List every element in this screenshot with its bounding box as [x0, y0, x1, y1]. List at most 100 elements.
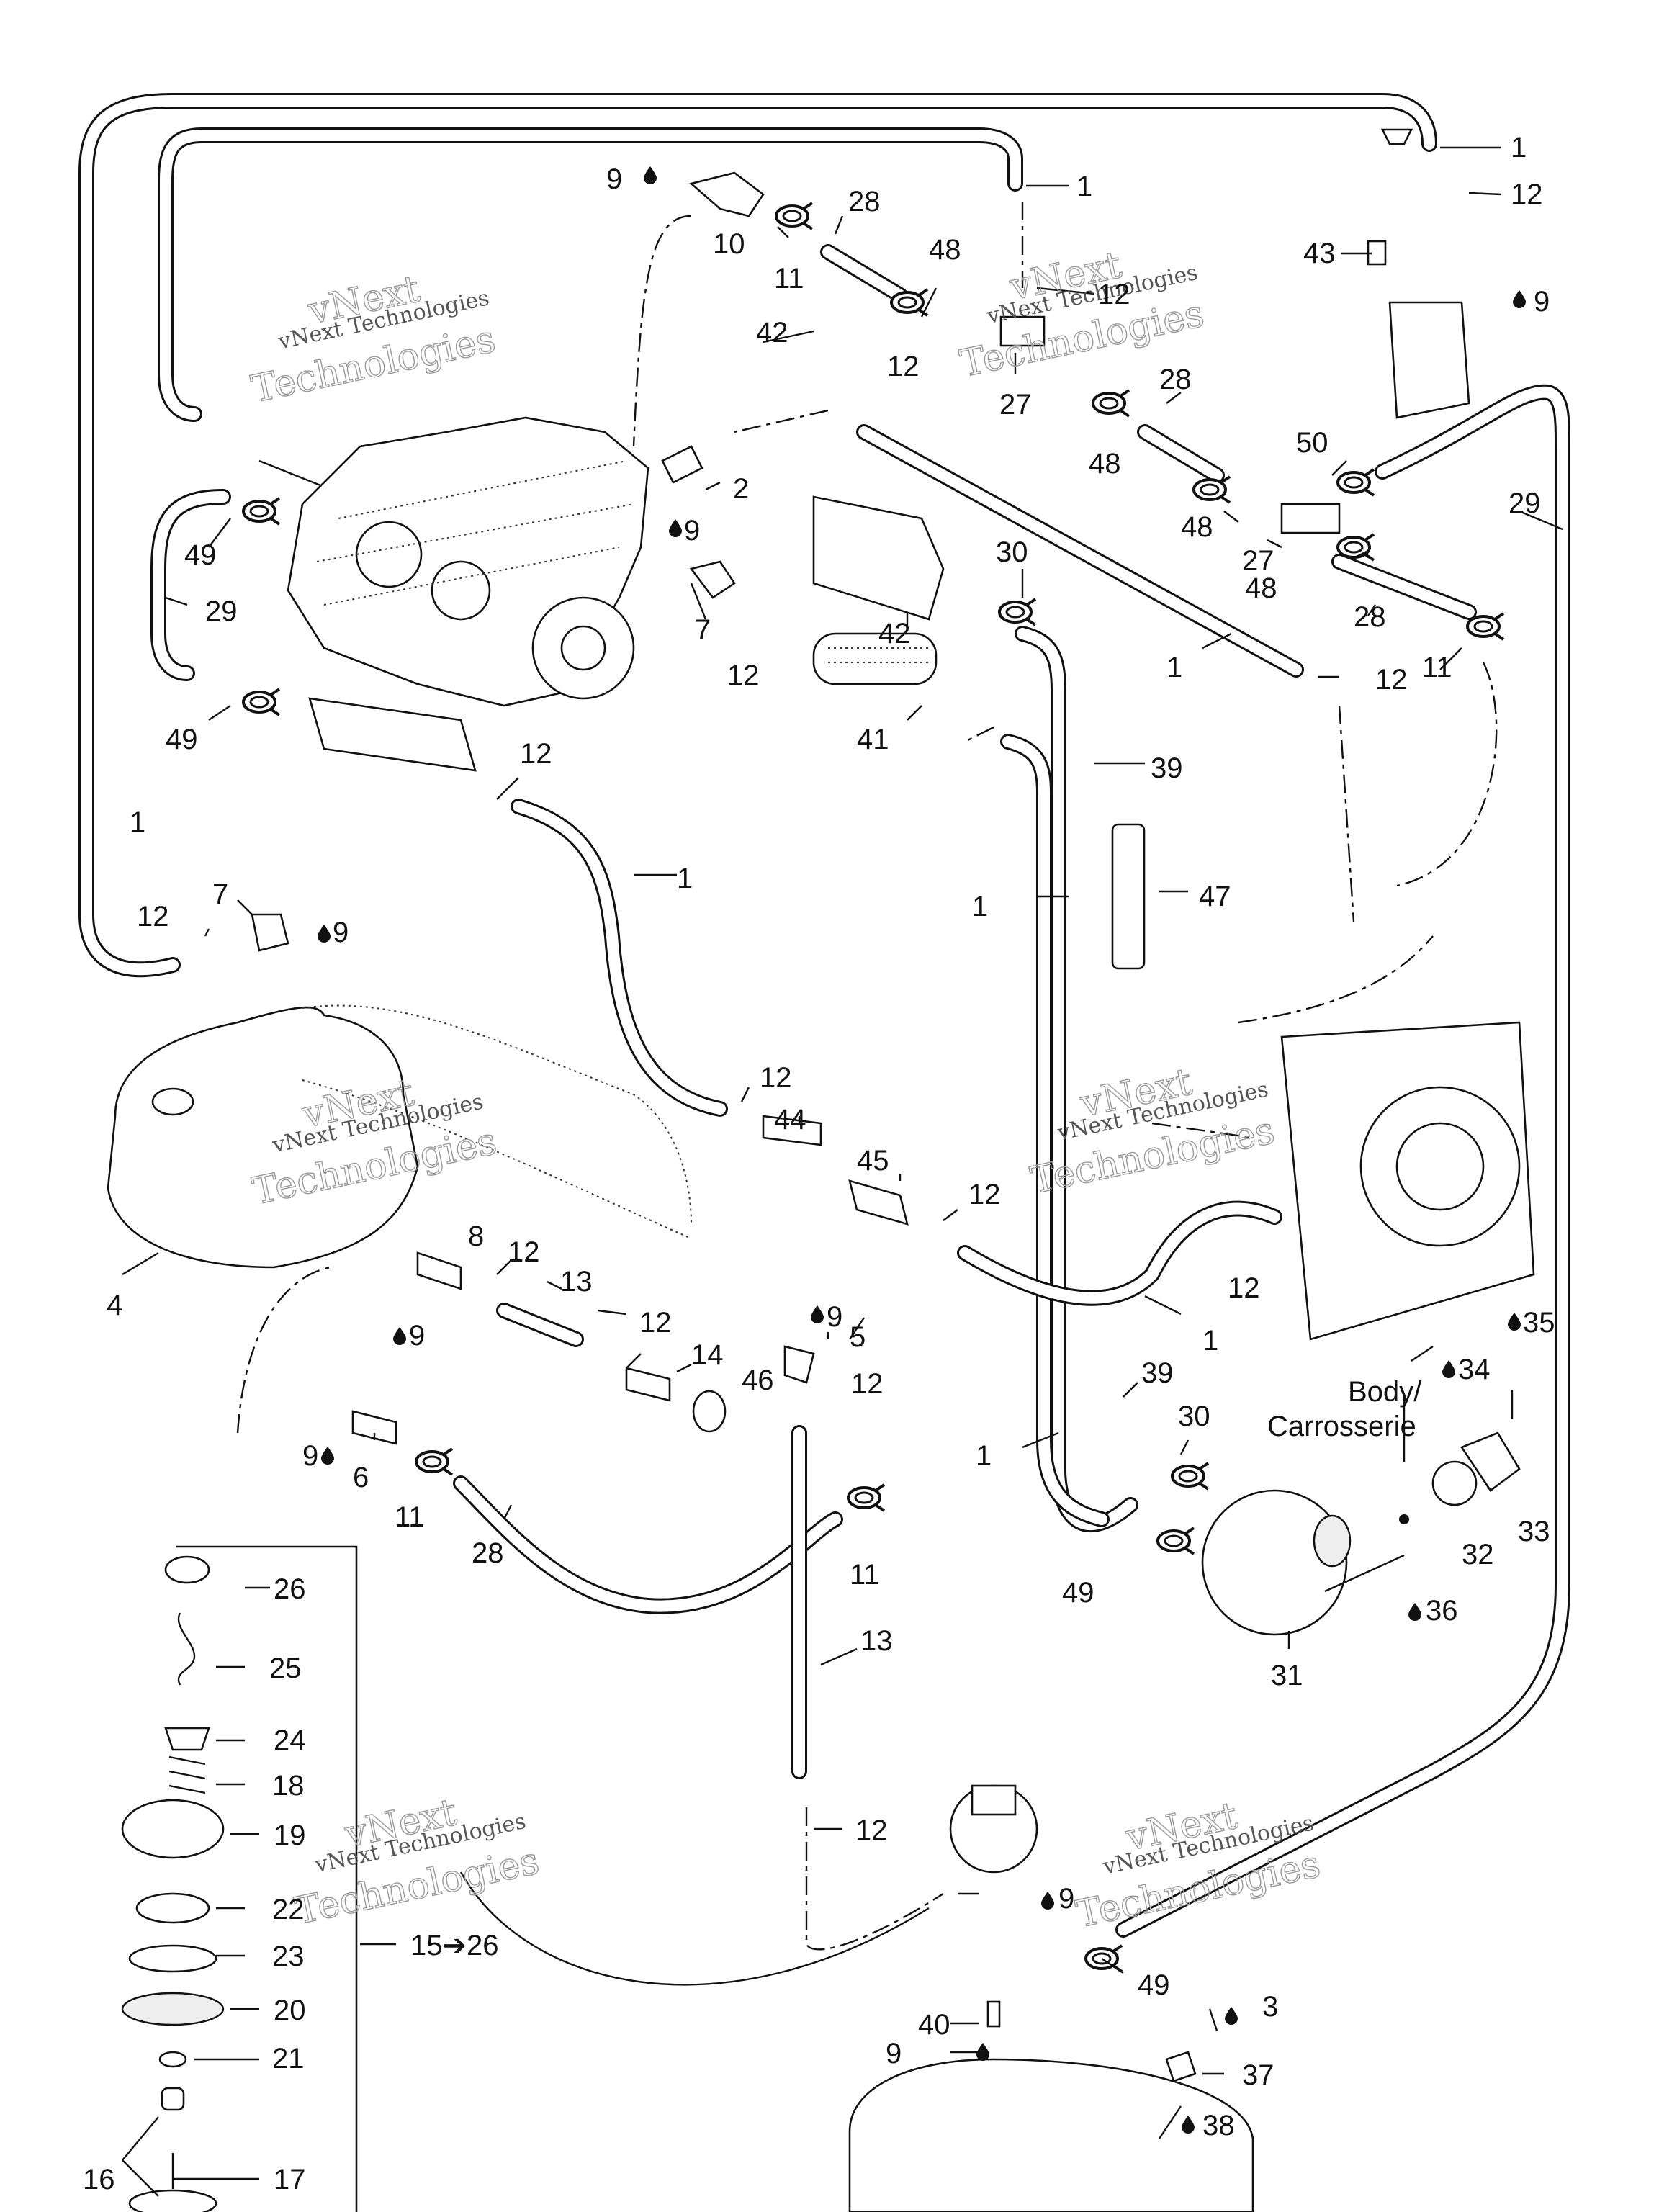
callout-c21: 21 [272, 2043, 305, 2074]
callout-c41: 41 [857, 724, 889, 755]
callout-c49c: 49 [1062, 1577, 1094, 1609]
callout-c16: 16 [83, 2164, 115, 2195]
callout-c12h: 12 [137, 901, 169, 932]
callout-c28c: 28 [1354, 601, 1386, 633]
callout-c48d: 48 [1245, 572, 1277, 604]
callout-c12g: 12 [520, 738, 552, 770]
callout-c7a: 7 [695, 614, 711, 646]
callout-c9i: 9 [886, 2038, 902, 2069]
callout-c9f: 9 [827, 1301, 842, 1333]
callout-c11d: 11 [850, 1559, 880, 1591]
callout-c8: 8 [468, 1220, 484, 1252]
callout-c18: 18 [272, 1770, 305, 1802]
callout-c9d: 9 [333, 917, 349, 948]
callout-c12n: 12 [1228, 1272, 1260, 1304]
callout-c1b: 1 [1076, 171, 1092, 202]
callout-c9h: 9 [1058, 1883, 1074, 1915]
exhaust-manifold [1280, 1021, 1535, 1341]
callout-c31: 31 [1271, 1660, 1303, 1691]
callout-c25: 25 [269, 1653, 302, 1684]
callout-c1526: 15➔26 [410, 1930, 499, 1961]
callout-c29a: 29 [1509, 487, 1541, 519]
callout-c39b: 39 [1141, 1357, 1174, 1389]
callout-c1c: 1 [1166, 652, 1182, 683]
callout-c1f: 1 [972, 891, 988, 922]
callout-c12e: 12 [727, 660, 760, 691]
callout-c12o: 12 [855, 1815, 888, 1846]
callout-c28b: 28 [1159, 364, 1192, 395]
callout-c50: 50 [1296, 427, 1328, 459]
callout-c48c: 48 [1181, 511, 1213, 543]
callout-c11a: 11 [774, 263, 804, 295]
callout-c1a: 1 [1511, 132, 1527, 163]
lubricant-drop-icons [318, 166, 1526, 2134]
fittings [251, 128, 1521, 2082]
callout-c47: 47 [1199, 881, 1231, 912]
callout-c36: 36 [1426, 1595, 1458, 1627]
callout-c39a: 39 [1151, 752, 1183, 784]
callout-c24: 24 [274, 1725, 306, 1756]
callout-c49b: 49 [166, 724, 198, 755]
callout-c11c: 11 [395, 1501, 425, 1533]
callout-c3: 3 [1262, 1991, 1278, 2023]
callout-c12j: 12 [968, 1179, 1001, 1210]
callout-c12i: 12 [760, 1062, 792, 1094]
callout-c49a: 49 [184, 539, 217, 571]
callout-c42a: 42 [756, 317, 788, 349]
callout-c7b: 7 [212, 878, 228, 910]
callout-c20: 20 [274, 1995, 306, 2026]
callout-c30b: 30 [1178, 1401, 1210, 1432]
callout-c12m: 12 [851, 1368, 884, 1400]
body-label-line1: Body/ [1348, 1376, 1422, 1408]
callout-c12b: 12 [1098, 279, 1130, 310]
callout-c33: 33 [1518, 1516, 1550, 1547]
reservoir-tank [1201, 1489, 1352, 1636]
callout-c27b: 27 [1242, 545, 1274, 577]
callout-c12c: 12 [887, 351, 920, 382]
callout-c4: 4 [107, 1290, 122, 1321]
callout-c1d: 1 [130, 806, 145, 838]
callout-c12a: 12 [1511, 179, 1543, 210]
jet-pump-housing [107, 1004, 692, 1269]
callout-c9a: 9 [1534, 286, 1550, 318]
callout-c13b: 13 [860, 1625, 893, 1657]
callout-c35: 35 [1523, 1307, 1555, 1339]
callout-c34: 34 [1458, 1354, 1491, 1385]
callout-c1h: 1 [976, 1440, 992, 1472]
callout-c42b: 42 [878, 618, 911, 649]
callout-c9b: 9 [606, 163, 622, 195]
callout-c23: 23 [272, 1941, 305, 1972]
engine [287, 416, 649, 772]
callout-c12d: 12 [1375, 664, 1408, 696]
callout-c48b: 48 [1089, 448, 1121, 480]
callout-c32: 32 [1462, 1539, 1494, 1570]
body-attachment-dot [1399, 1514, 1409, 1524]
leader-lines [122, 146, 1563, 2197]
callout-c9e: 9 [409, 1320, 425, 1352]
hoses [78, 93, 1570, 1938]
callout-c10: 10 [713, 228, 745, 260]
callout-c2: 2 [733, 473, 749, 505]
callout-c28a: 28 [848, 186, 881, 217]
callout-c6: 6 [353, 1462, 369, 1493]
callout-c43: 43 [1303, 238, 1336, 269]
callout-c12l: 12 [639, 1307, 672, 1339]
routing-lines [236, 202, 1498, 1986]
callout-c29b: 29 [205, 595, 238, 627]
callout-c1g: 1 [1202, 1325, 1218, 1357]
callout-c44: 44 [774, 1104, 806, 1136]
callout-c45: 45 [857, 1145, 889, 1177]
callout-c30a: 30 [996, 536, 1028, 568]
callout-c22: 22 [272, 1894, 305, 1925]
callout-c40: 40 [918, 2009, 950, 2041]
body-label-line2: Carrosserie [1267, 1411, 1416, 1442]
callout-c49d: 49 [1138, 1969, 1170, 2001]
callout-c12k: 12 [508, 1236, 540, 1268]
callout-c14: 14 [691, 1339, 724, 1371]
callout-c37: 37 [1242, 2059, 1274, 2091]
callout-c38: 38 [1202, 2110, 1235, 2141]
callout-c5: 5 [850, 1321, 866, 1353]
callout-c9g: 9 [302, 1440, 318, 1472]
coolant-bottle [848, 1784, 1254, 2212]
